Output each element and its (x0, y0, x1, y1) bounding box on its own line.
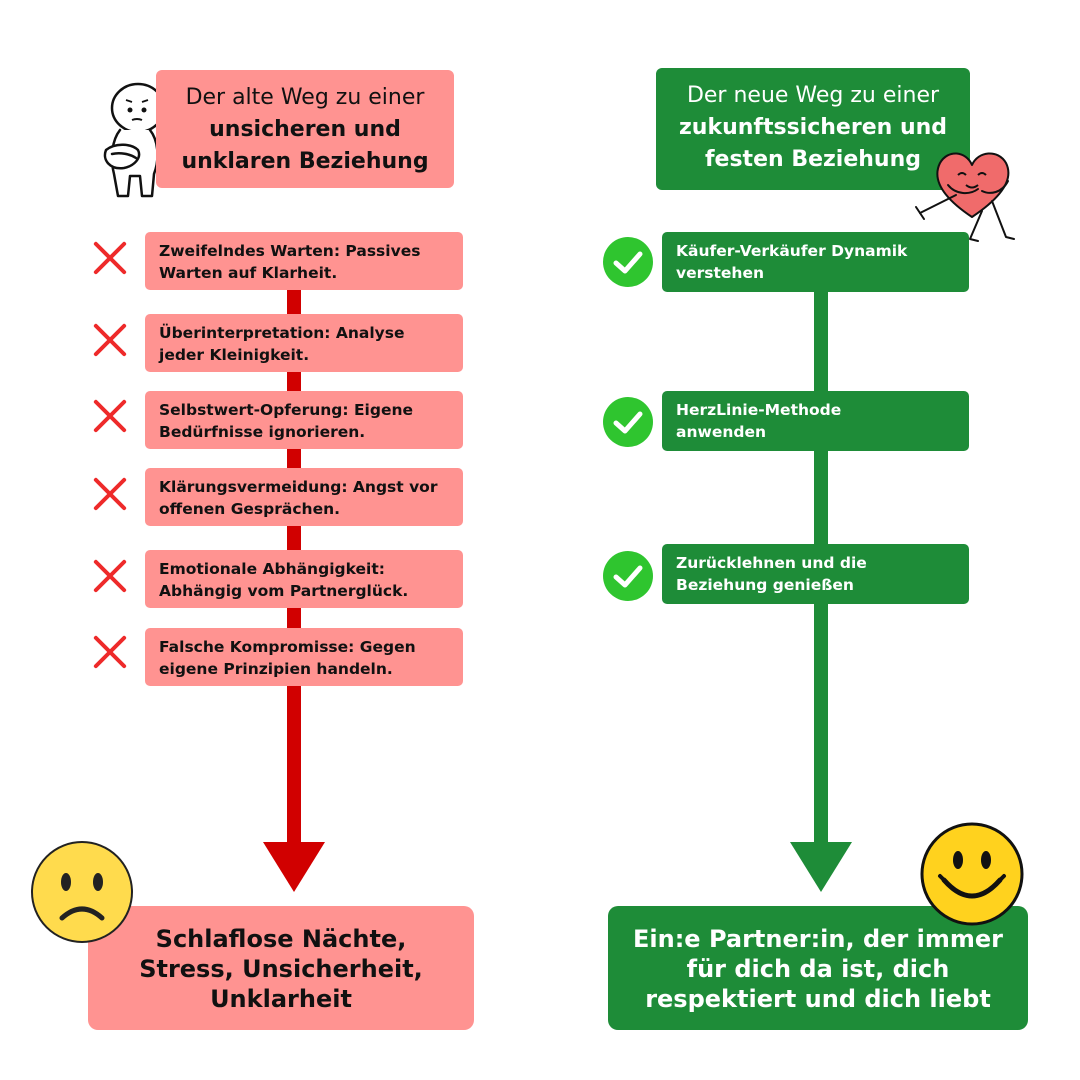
old-way-item-line2: offenen Gesprächen. (159, 500, 341, 518)
old-way-item: Emotionale Abhängigkeit: Abhängig vom Pa… (145, 550, 463, 608)
old-way-item-line2: Abhängig vom Partnerglück. (159, 582, 409, 600)
smiley-face-icon (920, 822, 1024, 926)
new-way-item-line2: anwenden (676, 423, 767, 441)
old-way-item: Zweifelndes Warten: Passives Warten auf … (145, 232, 463, 290)
old-way-header: Der alte Weg zu einer unsicheren und unk… (156, 70, 454, 188)
old-way-result-line3: Unklarheit (210, 985, 352, 1013)
old-way-item-line1: Zweifelndes Warten: Passives (159, 242, 421, 260)
x-mark-icon (88, 394, 132, 438)
sad-face-icon (31, 841, 133, 943)
old-way-header-line1: Der alte Weg zu einer (185, 85, 425, 110)
old-way-item-line1: Klärungsvermeidung: Angst vor (159, 478, 438, 496)
old-way-header-line3: unklaren Beziehung (181, 149, 429, 174)
x-mark-icon (88, 630, 132, 674)
x-mark-icon (88, 236, 132, 280)
old-way-item: Selbstwert-Opferung: Eigene Bedürfnisse … (145, 391, 463, 449)
new-way-result-line3: respektiert und dich liebt (645, 985, 991, 1013)
old-way-result-line2: Stress, Unsicherheit, (139, 955, 423, 983)
check-circle-icon (603, 237, 653, 287)
new-way-arrow-head (790, 842, 852, 892)
check-circle-icon (603, 397, 653, 447)
new-way-item-line1: Käufer-Verkäufer Dynamik (676, 242, 908, 260)
old-way-item-line2: eigene Prinzipien handeln. (159, 660, 393, 678)
heart-character-icon (915, 152, 1015, 242)
new-way-item-line2: Beziehung genießen (676, 576, 854, 594)
new-way-item-line1: HerzLinie-Methode (676, 401, 842, 419)
old-way-item: Klärungsvermeidung: Angst vor offenen Ge… (145, 468, 463, 526)
old-way-item-line1: Selbstwert-Opferung: Eigene (159, 401, 414, 419)
new-way-item: Käufer-Verkäufer Dynamik verstehen (662, 232, 969, 292)
new-way-result: Ein:e Partner:in, der immer für dich da … (608, 906, 1028, 1030)
new-way-item: Zurücklehnen und die Beziehung genießen (662, 544, 969, 604)
new-way-result-line2: für dich da ist, dich (686, 955, 950, 983)
new-way-item-line1: Zurücklehnen und die (676, 554, 867, 572)
new-way-header: Der neue Weg zu einer zukunftssicheren u… (656, 68, 970, 190)
old-way-item-line1: Emotionale Abhängigkeit: (159, 560, 385, 578)
x-mark-icon (88, 318, 132, 362)
old-way-item-line2: Bedürfnisse ignorieren. (159, 423, 366, 441)
old-way-item: Falsche Kompromisse: Gegen eigene Prinzi… (145, 628, 463, 686)
new-way-header-line2: zukunftssicheren und (678, 115, 948, 140)
x-mark-icon (88, 472, 132, 516)
old-way-header-line2: unsicheren und (209, 117, 401, 142)
check-circle-icon (603, 551, 653, 601)
new-way-header-line1: Der neue Weg zu einer (686, 83, 940, 108)
old-way-item: Überinterpretation: Analyse jeder Kleini… (145, 314, 463, 372)
old-way-arrow-head (263, 842, 325, 892)
old-way-item-line1: Falsche Kompromisse: Gegen (159, 638, 416, 656)
x-mark-icon (88, 554, 132, 598)
old-way-item-line1: Überinterpretation: Analyse (159, 324, 405, 342)
new-way-item: HerzLinie-Methode anwenden (662, 391, 969, 451)
old-way-result: Schlaflose Nächte, Stress, Unsicherheit,… (88, 906, 474, 1030)
old-way-result-line1: Schlaflose Nächte, (155, 925, 407, 953)
new-way-item-line2: verstehen (676, 264, 764, 282)
new-way-result-line1: Ein:e Partner:in, der immer (633, 925, 1003, 953)
old-way-item-line2: Warten auf Klarheit. (159, 264, 338, 282)
new-way-header-line3: festen Beziehung (704, 147, 922, 172)
old-way-item-line2: jeder Kleinigkeit. (159, 346, 310, 364)
